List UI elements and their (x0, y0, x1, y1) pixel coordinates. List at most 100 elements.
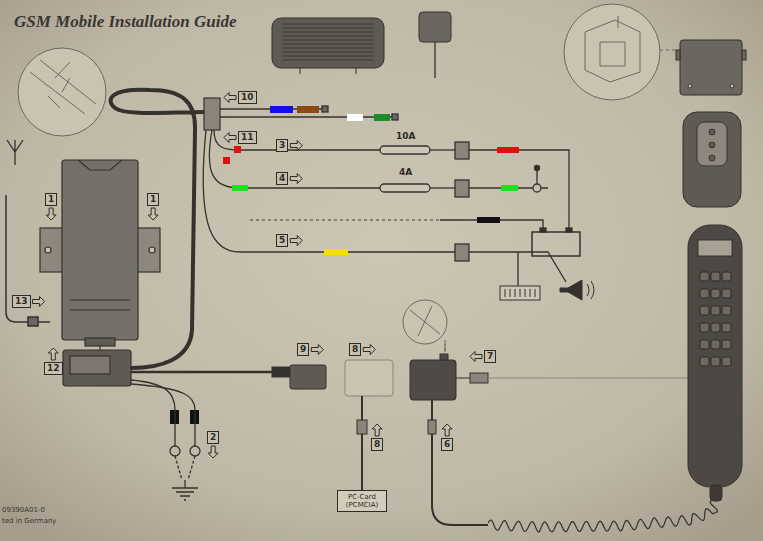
handset (711, 323, 720, 332)
handset-mount (709, 155, 715, 161)
modules (345, 360, 393, 396)
transceiver (149, 247, 155, 253)
power-wires (469, 150, 569, 228)
modules (357, 420, 367, 434)
power-wires (322, 106, 328, 112)
antenna-symbol (7, 140, 23, 165)
handset (688, 225, 742, 501)
junction-box (63, 346, 131, 386)
handset-mount (709, 142, 715, 148)
callout-arrow (470, 352, 482, 362)
handset (722, 340, 731, 349)
car-radio (500, 286, 540, 300)
handset (688, 225, 742, 487)
colour-marks (234, 146, 241, 153)
junction-box (70, 356, 110, 374)
power-wires (535, 166, 540, 171)
car-radio (530, 289, 531, 297)
callout-arrow (33, 297, 45, 307)
detail-inset (564, 4, 660, 100)
power-wires (469, 252, 566, 286)
handset (698, 240, 732, 256)
transceiver (78, 160, 122, 170)
power-wires (392, 114, 398, 120)
power-wires (250, 219, 440, 220)
loudspeaker (282, 44, 374, 45)
callout-arrow (148, 208, 158, 220)
title: GSM Mobile Installation Guide (14, 12, 236, 32)
callout-number: 1 (45, 193, 57, 206)
handset (722, 272, 731, 281)
modules (131, 354, 688, 525)
power-wires (533, 184, 541, 192)
transceiver (70, 300, 130, 310)
colour-marks (324, 249, 348, 255)
car-radio (515, 289, 516, 297)
junction-box (63, 350, 131, 386)
handset (722, 357, 731, 366)
power-wires (203, 130, 455, 252)
loudspeaker (300, 68, 356, 74)
colour-marks (497, 147, 519, 153)
callout-arrow (290, 174, 302, 184)
callout-number: 1 (147, 193, 159, 206)
callout-arrow (224, 93, 236, 103)
callout-number: 6 (441, 438, 453, 451)
car-radio (505, 289, 506, 297)
power-wires (220, 116, 392, 117)
modules (272, 367, 290, 377)
handset-mount (730, 84, 734, 88)
handset (722, 323, 731, 332)
loudspeaker (282, 52, 374, 53)
gps-antenna (419, 12, 451, 78)
callout-arrow (311, 345, 323, 355)
callout-arrow (46, 208, 56, 220)
ground-leads (172, 480, 198, 500)
antenna-symbol (7, 140, 23, 165)
ground-leads (131, 384, 195, 446)
modules (470, 373, 488, 383)
loudspeaker (272, 18, 384, 74)
callout-arrow (442, 424, 452, 436)
callout-arrow (363, 345, 375, 355)
handset (700, 323, 709, 332)
print-code: 09390A01-0 (2, 506, 45, 515)
handset-mount (676, 50, 680, 60)
power-wires (380, 146, 430, 154)
modules (432, 400, 488, 525)
power-wires (430, 187, 455, 188)
colour-marks (347, 114, 363, 121)
power-wires (380, 184, 430, 192)
modules (410, 360, 456, 400)
loudspeaker (282, 48, 374, 49)
callout-number: 8 (371, 438, 383, 451)
handset-mount (688, 84, 692, 88)
callout-number: 2 (207, 431, 219, 444)
handset (722, 289, 731, 298)
power-wires (540, 228, 546, 232)
pc-card-box: PC-Card (PCMCIA) (337, 490, 387, 512)
colour-marks (477, 217, 500, 223)
power-wires (537, 171, 548, 188)
transceiver (62, 160, 138, 340)
power-wires (430, 149, 455, 150)
horn-symbol (560, 280, 594, 300)
power-wires (455, 180, 469, 197)
power-wires (455, 244, 469, 261)
loudspeaker (272, 18, 384, 68)
box-text: PC-Card (PCMCIA) (341, 493, 383, 509)
handset-mount (676, 40, 746, 207)
callout-number: 3 (276, 139, 288, 152)
ground-leads (175, 456, 195, 480)
loudspeaker (282, 60, 374, 61)
car-radio (510, 289, 511, 297)
handset-mount (697, 122, 727, 166)
gps-antenna (419, 12, 451, 42)
handset (700, 357, 709, 366)
modules (428, 420, 436, 434)
callout-arrow (33, 93, 482, 459)
gps-antenna (434, 42, 435, 78)
callout-number: 10 (238, 91, 257, 104)
handset (700, 289, 709, 298)
loudspeaker (282, 28, 374, 29)
